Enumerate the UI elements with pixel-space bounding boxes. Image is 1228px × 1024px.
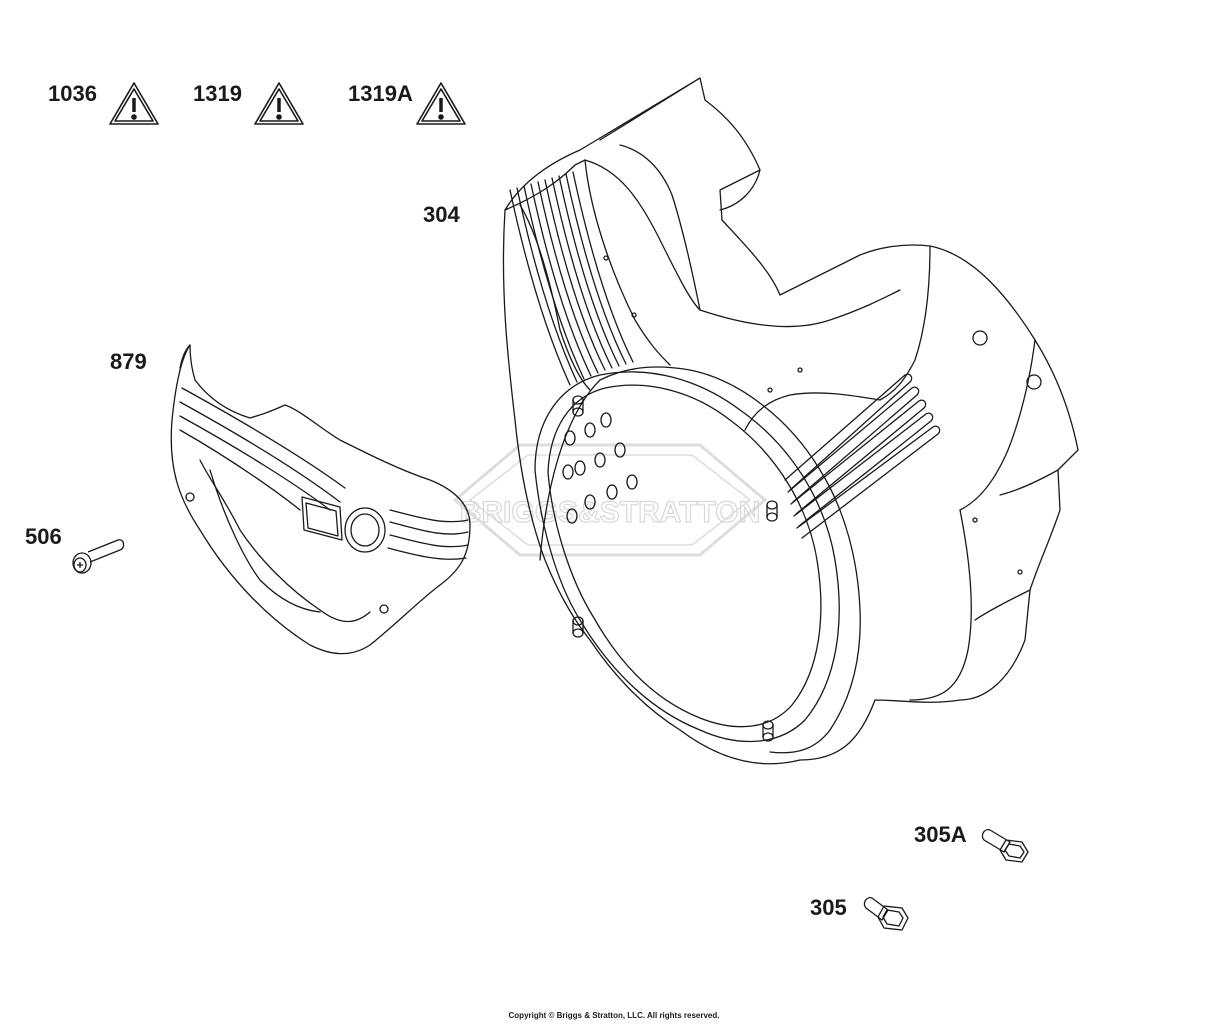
bolt-506-drawing[interactable] <box>72 539 125 574</box>
part-label-1036[interactable]: 1036 <box>48 81 97 106</box>
warning-icon[interactable] <box>254 82 304 125</box>
bolt-305-drawing[interactable] <box>863 897 909 931</box>
part-label-879[interactable]: 879 <box>110 349 147 374</box>
part-label-304[interactable]: 304 <box>423 202 460 227</box>
warning-icon[interactable] <box>416 82 466 125</box>
watermark <box>452 443 768 557</box>
part-label-1319a[interactable]: 1319A <box>348 81 413 106</box>
side-cover-drawing[interactable] <box>170 344 471 655</box>
part-label-305a[interactable]: 305A <box>914 822 967 847</box>
part-label-1319[interactable]: 1319 <box>193 81 242 106</box>
warning-icon[interactable] <box>109 82 159 125</box>
watermark-text: BRIGGS&STRATTON <box>460 496 761 529</box>
part-label-506[interactable]: 506 <box>25 524 62 549</box>
copyright-footer: Copyright © Briggs & Stratton, LLC. All … <box>508 1011 720 1020</box>
blower-housing-drawing[interactable] <box>502 77 1079 765</box>
bolt-305a-drawing[interactable] <box>981 829 1029 863</box>
part-label-305[interactable]: 305 <box>810 895 847 920</box>
